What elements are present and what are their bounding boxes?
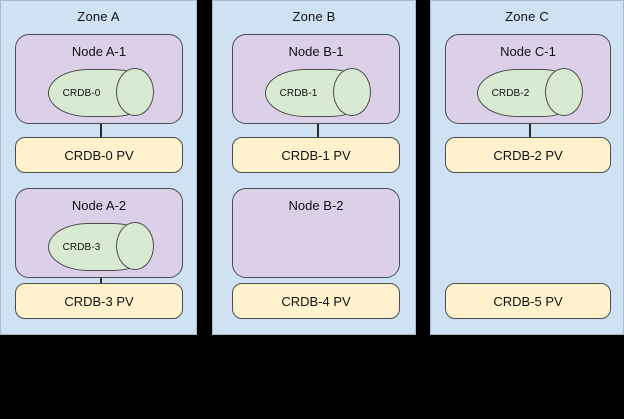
database-label-crdb-2: CRDB-2 <box>491 87 530 99</box>
database-cylinder-crdb-3[interactable]: CRDB-3 <box>48 222 154 271</box>
connector-node-c-1-to-crdb-2-pv <box>529 124 531 137</box>
node-c-1-title: Node C-1 <box>500 44 556 59</box>
pv-crdb-5[interactable]: CRDB-5 PV <box>445 283 611 319</box>
node-b-2-title: Node B-2 <box>288 198 344 213</box>
zone-c-title: Zone C <box>505 9 549 24</box>
zone-c: Zone C Node C-1 CRDB-2 CRDB-2 PV CRDB-5 … <box>430 0 624 335</box>
cylinder-cap <box>333 68 371 116</box>
node-a-1-title: Node A-1 <box>71 44 127 59</box>
zone-b-title: Zone B <box>292 9 336 24</box>
database-label-crdb-0: CRDB-0 <box>62 87 101 99</box>
zone-b: Zone B Node B-1 CRDB-1 CRDB-1 PV Node B-… <box>212 0 416 335</box>
cylinder-cap <box>116 222 154 270</box>
node-a-1[interactable]: Node A-1 CRDB-0 <box>15 34 183 124</box>
database-cylinder-crdb-1[interactable]: CRDB-1 <box>265 68 371 117</box>
cylinder-cap <box>116 68 154 116</box>
pv-crdb-3[interactable]: CRDB-3 PV <box>15 283 183 319</box>
node-a-2-title: Node A-2 <box>71 198 127 213</box>
pv-crdb-2[interactable]: CRDB-2 PV <box>445 137 611 173</box>
pv-crdb-1[interactable]: CRDB-1 PV <box>232 137 400 173</box>
database-cylinder-crdb-0[interactable]: CRDB-0 <box>48 68 154 117</box>
pv-crdb-0[interactable]: CRDB-0 PV <box>15 137 183 173</box>
node-b-1-title: Node B-1 <box>288 44 344 59</box>
node-b-2[interactable]: Node B-2 <box>232 188 400 278</box>
zone-a-title: Zone A <box>77 9 120 24</box>
database-label-crdb-1: CRDB-1 <box>279 87 318 99</box>
node-a-2[interactable]: Node A-2 CRDB-3 <box>15 188 183 278</box>
pv-crdb-4[interactable]: CRDB-4 PV <box>232 283 400 319</box>
connector-node-b-1-to-crdb-1-pv <box>317 124 319 137</box>
node-c-1[interactable]: Node C-1 CRDB-2 <box>445 34 611 124</box>
database-label-crdb-3: CRDB-3 <box>62 241 101 253</box>
cylinder-cap <box>545 68 583 116</box>
database-cylinder-crdb-2[interactable]: CRDB-2 <box>477 68 583 117</box>
zone-a: Zone A Node A-1 CRDB-0 CRDB-0 PV Node A-… <box>0 0 197 335</box>
connector-node-a-1-to-crdb-0-pv <box>100 124 102 137</box>
node-b-1[interactable]: Node B-1 CRDB-1 <box>232 34 400 124</box>
